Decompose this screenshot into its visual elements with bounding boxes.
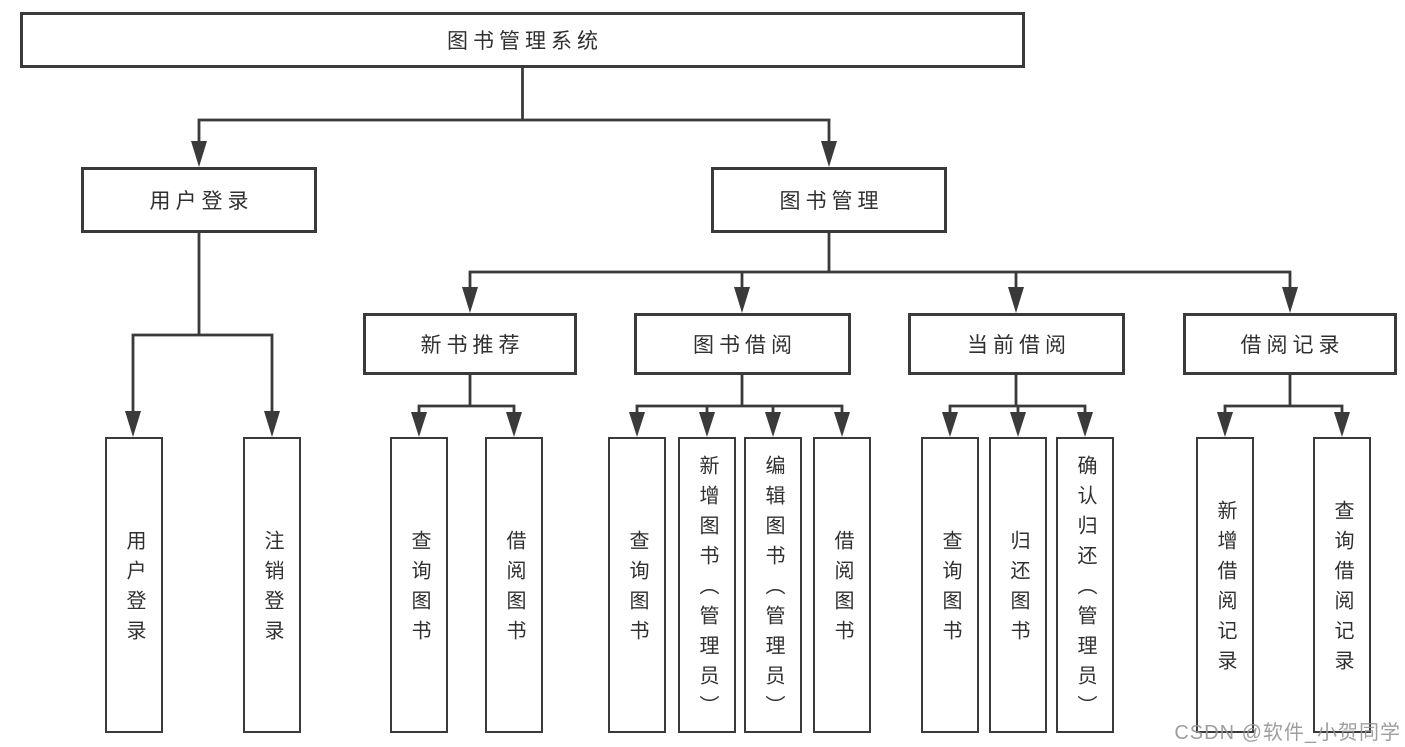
connector-book-management-to-level3 xyxy=(462,233,1298,313)
connector-current-borrow-to-children xyxy=(942,375,1093,437)
node-borrow-records: 借阅记录 xyxy=(1183,313,1397,375)
connector-new-book-to-children xyxy=(411,375,522,437)
leaf-user-login: 用户登录 xyxy=(105,437,163,733)
connector-root-to-level2 xyxy=(191,68,837,167)
leaf-newbook-borrow-books: 借阅图书 xyxy=(485,437,543,733)
leaf-user-logout: 注销登录 xyxy=(243,437,301,733)
leaf-current-query-books: 查询图书 xyxy=(921,437,979,733)
leaf-borrow-query-books: 查询图书 xyxy=(608,437,666,733)
leaf-borrow-add-books-admin: 新增图书（管理员） xyxy=(678,437,736,733)
leaf-borrow-edit-books-admin: 编辑图书（管理员） xyxy=(744,437,802,733)
leaf-records-add-record: 新增借阅记录 xyxy=(1196,437,1254,733)
leaf-current-confirm-return-admin: 确认归还（管理员） xyxy=(1056,437,1114,733)
node-root-library-system: 图书管理系统 xyxy=(20,12,1025,68)
csdn-watermark: CSDN @软件_小贺同学 xyxy=(1174,722,1401,744)
node-current-borrow: 当前借阅 xyxy=(908,313,1125,375)
leaf-newbook-query-books: 查询图书 xyxy=(390,437,448,733)
leaf-records-query-record: 查询借阅记录 xyxy=(1313,437,1371,733)
node-new-book-recommend: 新书推荐 xyxy=(363,313,577,375)
node-user-login: 用户登录 xyxy=(81,167,317,233)
leaf-current-return-books: 归还图书 xyxy=(989,437,1047,733)
leaf-borrow-borrow-books: 借阅图书 xyxy=(813,437,871,733)
node-book-management: 图书管理 xyxy=(711,167,947,233)
connector-user-login-to-children xyxy=(125,233,280,437)
node-book-borrow: 图书借阅 xyxy=(634,313,851,375)
connector-book-borrow-to-children xyxy=(629,375,850,437)
connector-borrow-records-to-children xyxy=(1217,375,1350,437)
